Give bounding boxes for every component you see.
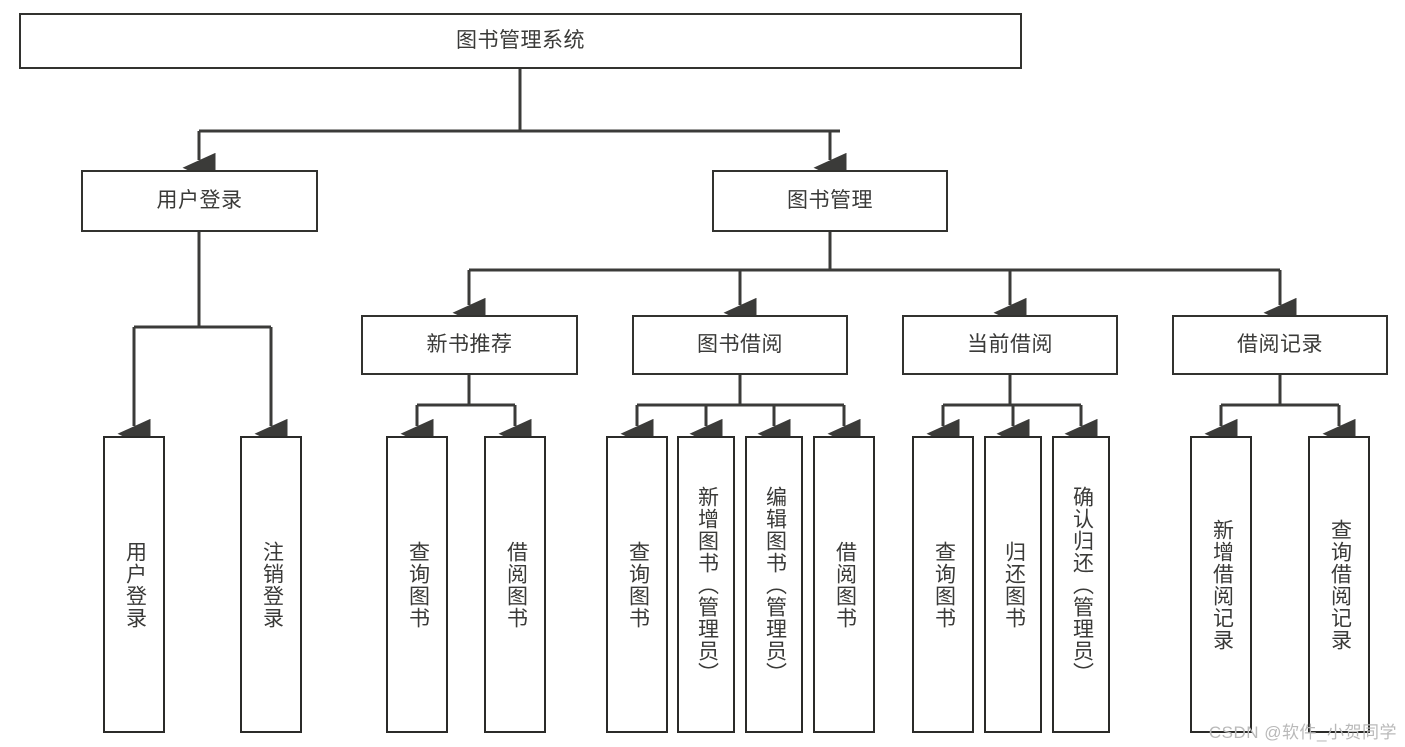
node-leaf[interactable]: 编辑图书（管理员） <box>745 436 803 733</box>
node-leaf[interactable]: 新增图书（管理员） <box>677 436 735 733</box>
node-book-borrow-label: 图书借阅 <box>697 332 783 356</box>
node-leaf[interactable]: 注销登录 <box>240 436 302 733</box>
node-leaf-label: 查询图书 <box>626 540 650 629</box>
node-leaf-label: 注销登录 <box>260 540 284 629</box>
node-leaf[interactable]: 查询图书 <box>606 436 668 733</box>
node-leaf-label: 新增借阅记录 <box>1210 518 1234 651</box>
node-leaf[interactable]: 归还图书 <box>984 436 1042 733</box>
node-leaf[interactable]: 确认归还（管理员） <box>1052 436 1110 733</box>
node-leaf[interactable]: 借阅图书 <box>484 436 546 733</box>
node-user-login-label: 用户登录 <box>156 188 243 212</box>
node-leaf-label: 借阅图书 <box>833 540 857 629</box>
node-borrow-record[interactable]: 借阅记录 <box>1172 315 1388 375</box>
node-current-borrow[interactable]: 当前借阅 <box>902 315 1118 375</box>
node-root-label: 图书管理系统 <box>456 28 585 52</box>
node-current-borrow-label: 当前借阅 <box>967 332 1053 356</box>
node-book-management[interactable]: 图书管理 <box>712 170 948 232</box>
node-leaf-label: 新增图书（管理员） <box>695 485 719 684</box>
node-book-borrow[interactable]: 图书借阅 <box>632 315 848 375</box>
node-book-management-label: 图书管理 <box>787 188 873 212</box>
node-leaf-label: 查询借阅记录 <box>1328 518 1352 651</box>
node-leaf-label: 归还图书 <box>1002 540 1026 629</box>
node-leaf[interactable]: 查询图书 <box>912 436 974 733</box>
node-new-book-recommend-label: 新书推荐 <box>426 332 513 356</box>
node-borrow-record-label: 借阅记录 <box>1237 332 1323 356</box>
node-leaf[interactable]: 新增借阅记录 <box>1190 436 1252 733</box>
node-leaf[interactable]: 查询图书 <box>386 436 448 733</box>
node-user-login[interactable]: 用户登录 <box>81 170 318 232</box>
node-leaf[interactable]: 借阅图书 <box>813 436 875 733</box>
node-leaf[interactable]: 用户登录 <box>103 436 165 733</box>
node-leaf-label: 查询图书 <box>406 540 430 629</box>
node-leaf-label: 借阅图书 <box>504 540 528 629</box>
node-leaf-label: 用户登录 <box>123 540 147 629</box>
node-leaf-label: 查询图书 <box>932 540 956 629</box>
node-new-book-recommend[interactable]: 新书推荐 <box>361 315 578 375</box>
node-leaf[interactable]: 查询借阅记录 <box>1308 436 1370 733</box>
csdn-watermark: CSDN @软件_小贺同学 <box>1208 723 1397 742</box>
node-leaf-label: 确认归还（管理员） <box>1070 485 1094 684</box>
node-leaf-label: 编辑图书（管理员） <box>763 485 787 684</box>
node-root[interactable]: 图书管理系统 <box>19 13 1022 69</box>
